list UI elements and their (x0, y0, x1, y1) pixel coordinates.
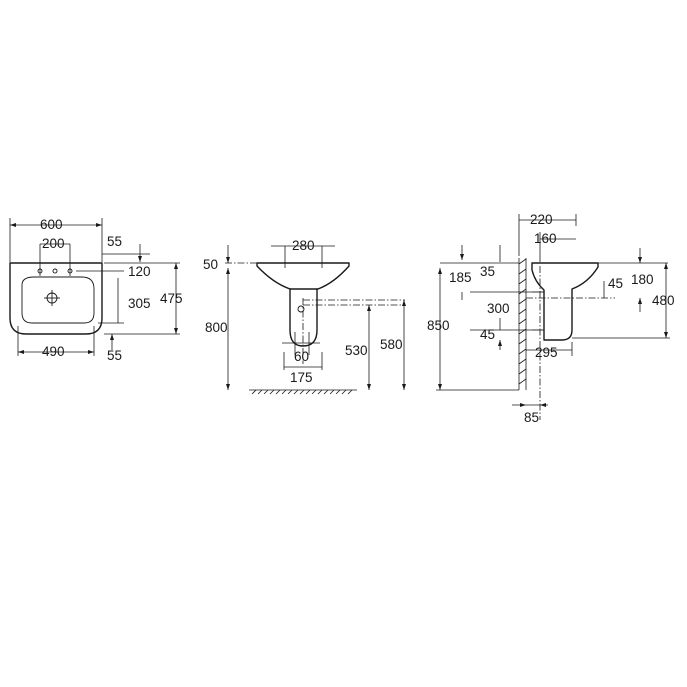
tap-hole-icons (37, 244, 73, 276)
dim-front-tap-spacing: 200 (42, 236, 65, 251)
dim-pedestal-bowl-width: 280 (292, 238, 315, 253)
front-view (9, 218, 180, 356)
dim-pedestal-rim-offset: 50 (203, 257, 218, 272)
dim-front-width: 600 (40, 217, 63, 232)
dim-front-bottom-offset: 55 (107, 348, 122, 363)
dim-side-projection: 220 (530, 212, 553, 227)
dim-side-rim-height: 850 (427, 318, 450, 333)
dim-front-inner-width: 490 (42, 344, 65, 359)
basin-outline (9, 262, 103, 335)
dim-front-inner-depth: 305 (128, 296, 151, 311)
side-bowl-outline (531, 262, 599, 341)
dimension-labels: 600 200 55 120 305 475 490 55 280 50 800… (40, 212, 675, 425)
dim-side-wall-offset: 85 (524, 410, 539, 425)
floor-hatch (251, 389, 353, 395)
dim-side-fixing-gap: 45 (480, 327, 495, 342)
side-view (436, 214, 670, 420)
wall-hatch (518, 258, 527, 385)
dim-pedestal-rim-height: 800 (205, 320, 228, 335)
dim-pedestal-height: 580 (380, 337, 403, 352)
dim-front-depth: 475 (160, 291, 183, 306)
dim-side-projection-inner: 160 (534, 231, 557, 246)
dim-side-rim-thickness: 35 (480, 264, 495, 279)
dim-front-top-offset: 55 (107, 234, 122, 249)
dim-pedestal-base-width: 175 (290, 370, 313, 385)
dim-side-rim-to-waste: 180 (631, 272, 654, 287)
bowl-outline (256, 262, 350, 290)
dim-pedestal-waste-height: 530 (345, 343, 368, 358)
dim-side-overall-height: 480 (652, 293, 675, 308)
pedestal-column (289, 288, 318, 347)
dim-pedestal-trap-width: 60 (294, 349, 309, 364)
waste-icon (297, 305, 305, 313)
dim-side-top-gap: 185 (449, 270, 472, 285)
dim-front-tap-height: 120 (128, 264, 151, 279)
basin-bowl-outline (21, 276, 95, 324)
pedestal-view (225, 245, 406, 395)
dim-side-waste-offset: 45 (608, 276, 623, 291)
dim-side-trap-depth: 295 (535, 345, 558, 360)
dim-side-fixing-drop: 300 (487, 301, 510, 316)
